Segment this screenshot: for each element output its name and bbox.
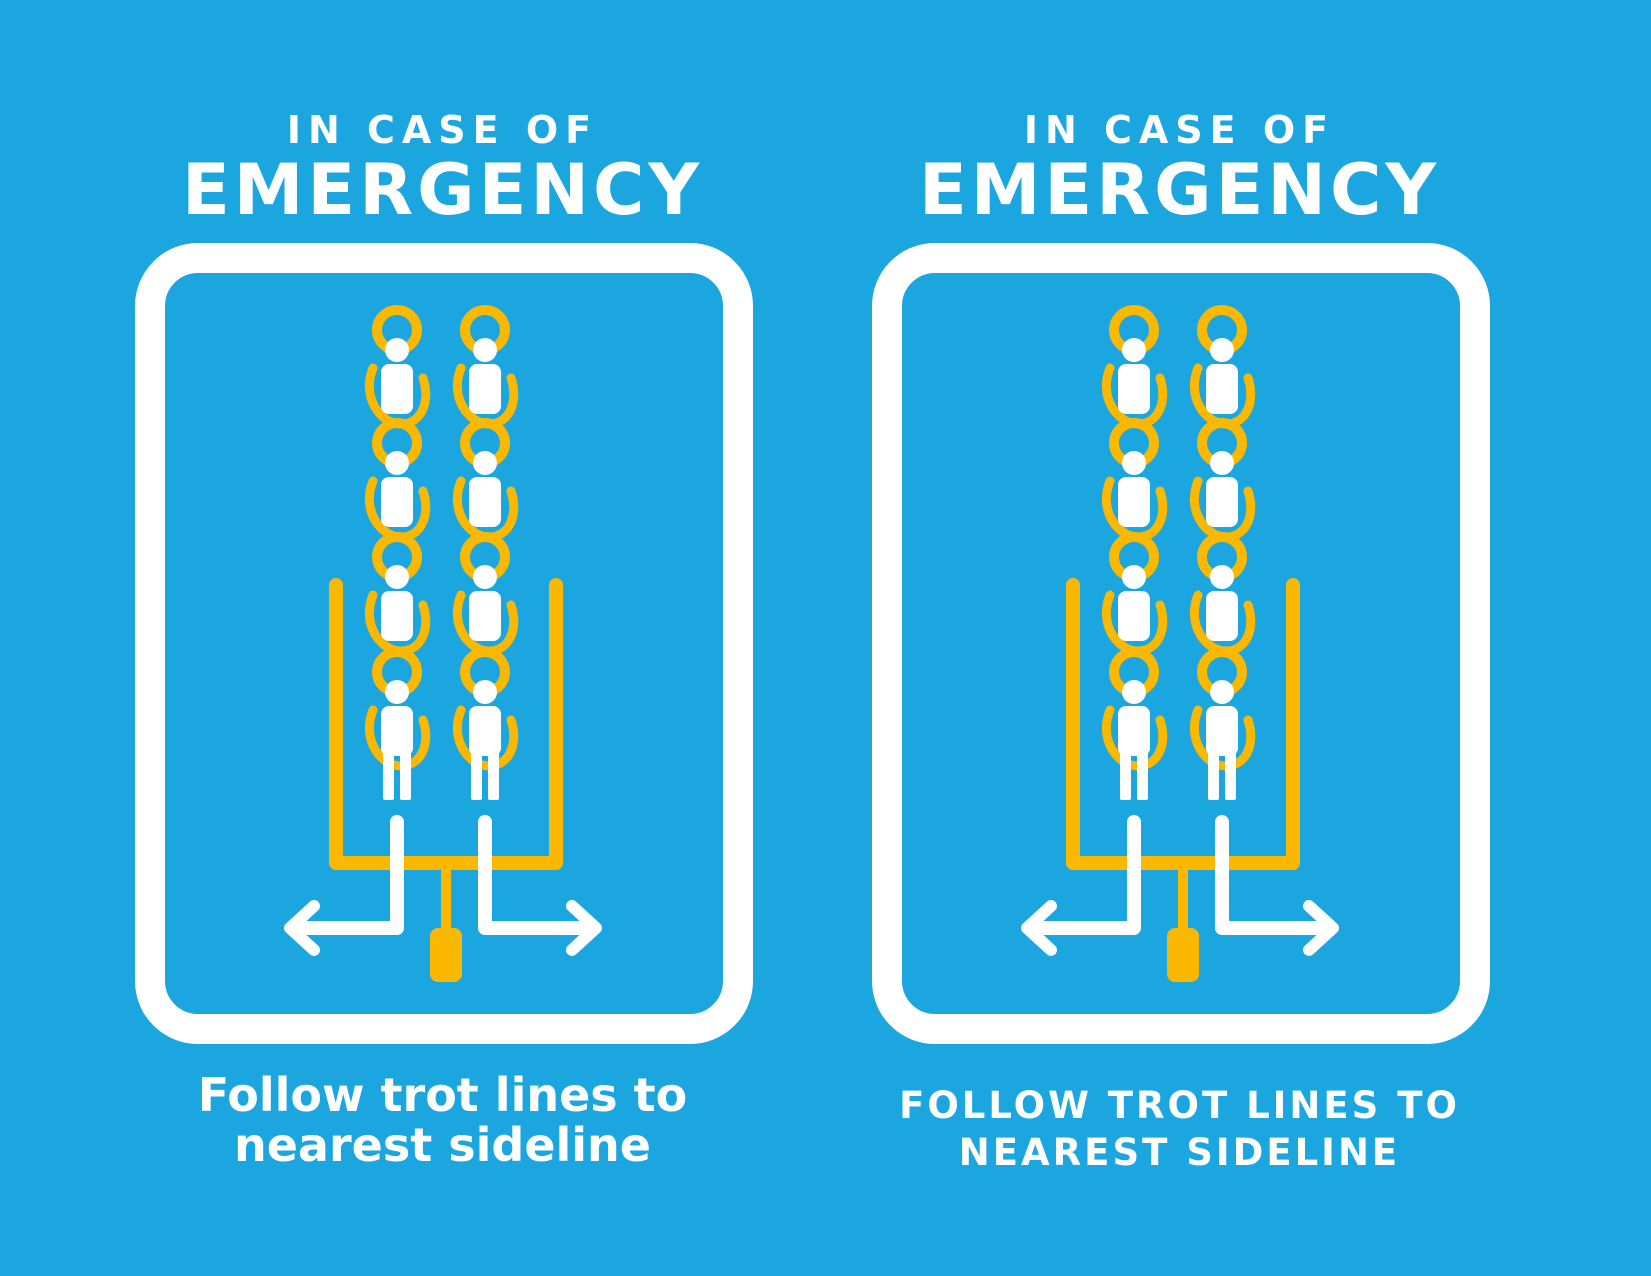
person-with-halo-icon [364,305,519,800]
arrow-left-icon [284,815,404,956]
sign-right: IN CASE OF EMERGENCY FOLLOW TROT LINES T… [737,0,1562,1276]
goalpost-icon [1066,578,1300,982]
caption-line-1: Follow trot lines to [197,1068,688,1122]
arrow-right-icon [1215,815,1339,956]
caption-line-1: FOLLOW TROT LINES TO [899,1084,1460,1127]
sign-frame [135,243,753,1044]
arrow-right-icon [478,815,602,956]
sign-frame-illustration [872,243,1490,1044]
arrow-left-icon [1021,815,1141,956]
person-with-halo-icon [1101,305,1256,800]
caption-line-2: NEAREST SIDELINE [958,1131,1401,1174]
goalpost-icon [329,578,563,982]
heading-in-case-of: IN CASE OF [286,108,599,152]
sign-frame-illustration [135,243,753,1044]
heading-in-case-of: IN CASE OF [1023,108,1336,152]
heading-emergency: EMERGENCY [181,149,704,231]
caption: FOLLOW TROT LINES TO NEAREST SIDELINE [737,1082,1622,1176]
caption-line-2: nearest sideline [233,1118,651,1172]
heading-emergency: EMERGENCY [918,149,1441,231]
caption: Follow trot lines to nearest sideline [0,1070,885,1170]
sign-frame [872,243,1490,1044]
sign-left: IN CASE OF EMERGENCY Follow trot lines t… [0,0,825,1276]
